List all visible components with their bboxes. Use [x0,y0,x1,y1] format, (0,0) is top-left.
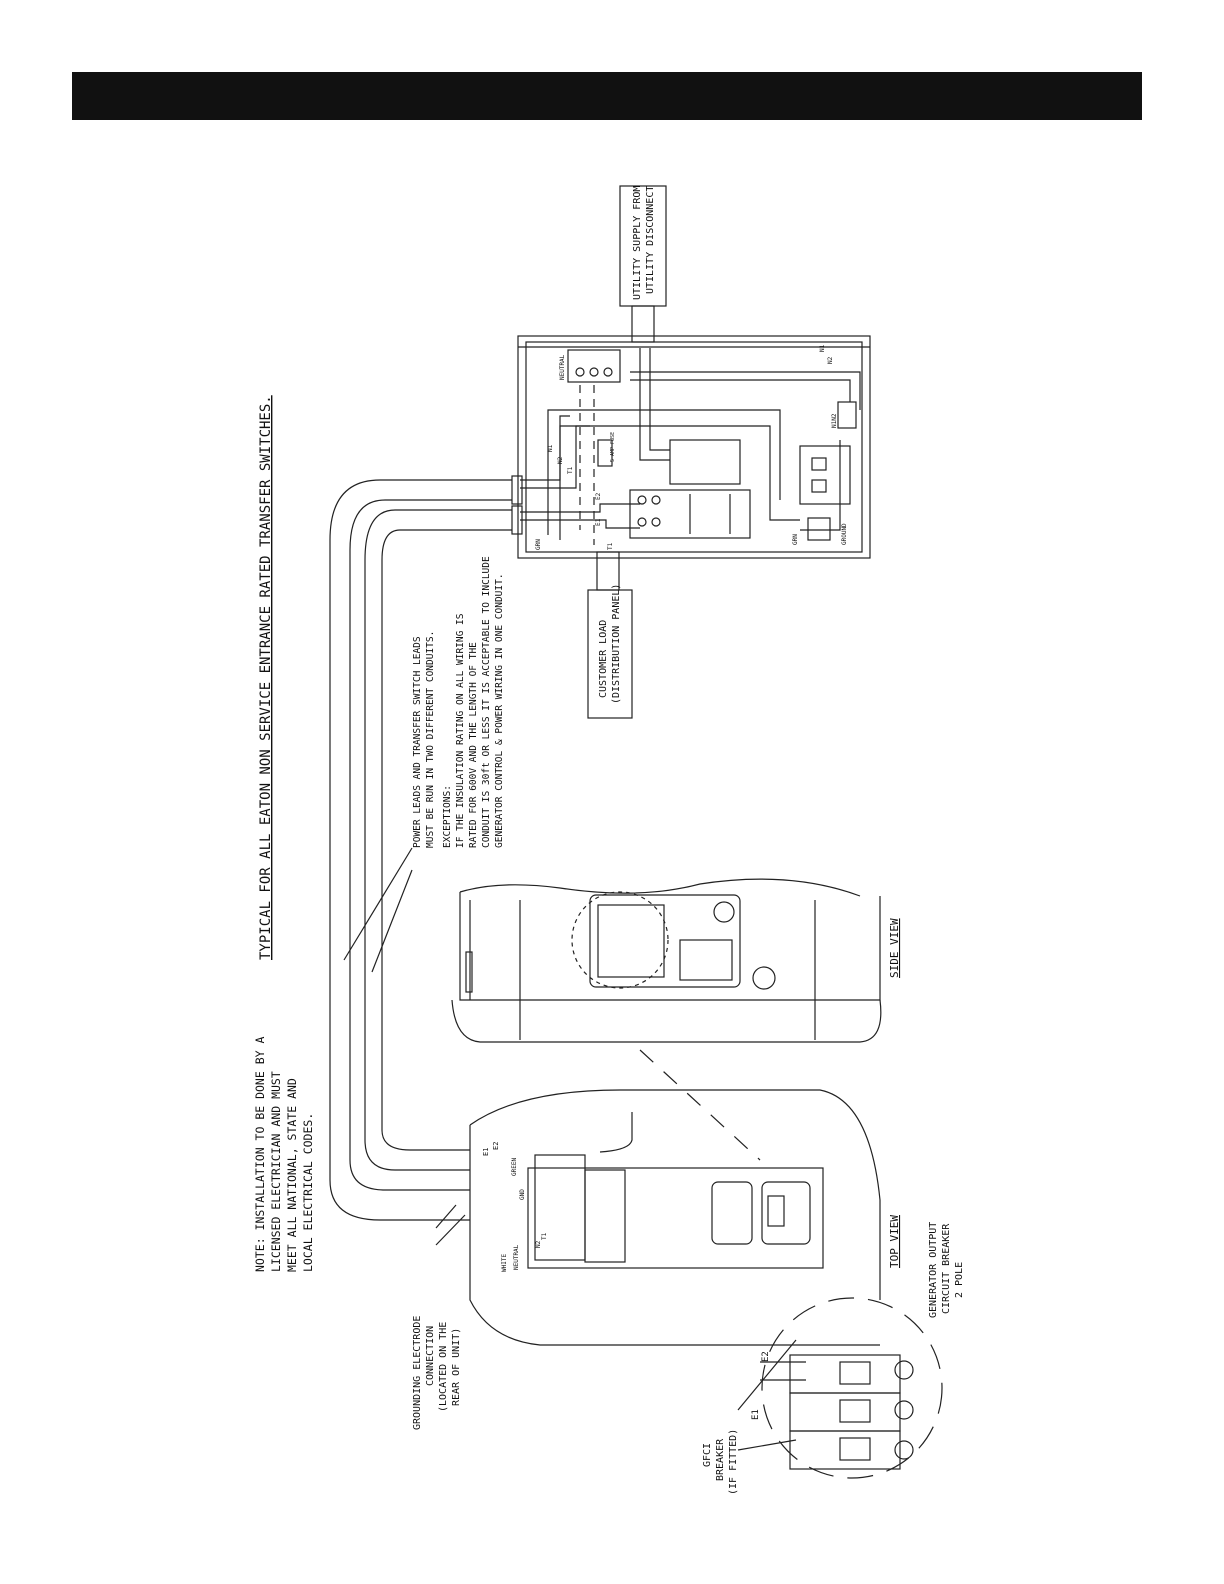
gen-breaker-label: GENERATOR OUTPUT CIRCUIT BREAKER 2 POLE [928,1222,965,1318]
svg-text:MUST BE RUN IN TWO DIFFERENT C: MUST BE RUN IN TWO DIFFERENT CONDUITS. [425,631,436,848]
svg-text:POWER LEADS AND TRANSFER SWITC: POWER LEADS AND TRANSFER SWITCH LEADS [412,636,423,848]
fuse [597,439,613,467]
utility-supply-label: UTILITY SUPPLY FROM UTILITY DISCONNECT [632,186,656,300]
control-panel [589,894,741,988]
svg-text:(IF FITTED): (IF FITTED) [728,1429,739,1495]
outlet [679,939,733,981]
customer-load [587,551,633,719]
control-board [799,445,851,505]
svg-text:UTILITY DISCONNECT: UTILITY DISCONNECT [645,186,656,294]
svg-text:BREAKER: BREAKER [715,1438,726,1481]
breaker-pole-1 [789,1354,901,1394]
green-label: GREEN [511,1158,518,1176]
ground-label: GROUND [841,523,848,545]
svg-text:CIRCUIT BREAKER: CIRCUIT BREAKER [941,1223,952,1314]
svg-text:UTILITY SUPPLY FROM: UTILITY SUPPLY FROM [632,186,643,300]
side-knob [713,901,735,923]
leader-lines [343,847,797,1451]
conduits [329,475,523,1221]
svg-text:RATED FOR 600V AND THE LENGTH: RATED FOR 600V AND THE LENGTH OF THE [468,642,479,848]
transfer-contactor [629,489,751,539]
gfci-label: GFCI BREAKER (IF FITTED) [702,1429,739,1495]
top-view-label: TOP VIEW [888,1215,901,1268]
white-label: WHITE [501,1254,508,1272]
svg-text:MEET ALL NATIONAL, STATE AND: MEET ALL NATIONAL, STATE AND [285,1078,299,1272]
conduit-note: POWER LEADS AND TRANSFER SWITCH LEADS MU… [412,631,436,848]
svg-text:CONDUIT IS 30ft OR LESS IT IS: CONDUIT IS 30ft OR LESS IT IS ACCEPTABLE… [481,556,492,848]
fuel-cap [752,966,776,990]
svg-text:CONNECTION: CONNECTION [425,1326,436,1386]
svg-text:IF THE INSULATION RATING ON AL: IF THE INSULATION RATING ON ALL WIRING I… [455,613,466,848]
n1-label-2: N1 [819,344,826,352]
grounding-label: GROUNDING ELECTRODE CONNECTION (LOCATED … [412,1316,462,1430]
e1-label-breaker: E1 [751,1409,761,1420]
gnd-label: GND [519,1189,526,1200]
e2-label-breaker: E2 [761,1351,771,1362]
neutral-label-gen: NEUTRAL [513,1244,520,1270]
neutral-label: NEUTRAL [559,354,566,380]
svg-text:REAR OF UNIT): REAR OF UNIT) [451,1328,462,1406]
installation-note: NOTE: INSTALLATION TO BE DONE BY A LICEN… [253,1037,315,1272]
n1n2-terminal [837,401,857,429]
n1-label: N1 [547,444,554,452]
svg-text:CUSTOMER LOAD: CUSTOMER LOAD [598,620,609,698]
e1-label-gen: E1 [482,1148,490,1156]
svg-text:2 POLE: 2 POLE [954,1262,965,1298]
svg-text:EXCEPTIONS:: EXCEPTIONS: [442,785,453,848]
n1n2-label: N1N2 [831,413,838,428]
t1-label: T1 [567,466,574,474]
grn-label: GRN [535,539,542,550]
grn-label-2: GRN [792,534,799,545]
breaker-pole-2 [789,1392,901,1432]
e2-label-ts: E2 [595,492,602,500]
t1-label-2: T1 [607,542,614,550]
top-panel [527,1167,824,1269]
e2-label-gen: E2 [492,1142,500,1150]
utility-supply [619,185,667,343]
fuse-label: 5 AMP FUSE [610,432,616,462]
svg-text:(DISTRIBUTION PANEL): (DISTRIBUTION PANEL) [611,584,622,704]
side-view-label: SIDE VIEW [888,918,901,978]
n2-label-gen: N2 [535,1240,542,1248]
neutral-bar [567,349,621,383]
generator-side-view [451,878,882,1043]
svg-text:LOCAL ELECTRICAL CODES.: LOCAL ELECTRICAL CODES. [301,1113,315,1272]
svg-text:GROUNDING ELECTRODE: GROUNDING ELECTRODE [412,1316,423,1430]
e1-label-ts: E1 [595,518,602,526]
svg-text:LICENSED ELECTRICIAN AND MUST: LICENSED ELECTRICIAN AND MUST [269,1071,283,1272]
diagram-title: TYPICAL FOR ALL EATON NON SERVICE ENTRAN… [258,395,274,960]
exceptions-note: EXCEPTIONS: IF THE INSULATION RATING ON … [442,556,505,848]
svg-text:GFCI: GFCI [702,1443,713,1467]
ground-lug [807,517,831,541]
header-bar [72,72,1142,120]
svg-text:(LOCATED ON THE: (LOCATED ON THE [438,1322,449,1412]
svg-text:NOTE: INSTALLATION TO BE DONE: NOTE: INSTALLATION TO BE DONE BY A [253,1037,267,1272]
customer-load-label: CUSTOMER LOAD (DISTRIBUTION PANEL) [598,584,622,704]
t1-label-gen: T1 [541,1232,548,1240]
breaker-detail [760,1297,943,1479]
gfci-breaker [789,1430,901,1470]
n2-label: N2 [557,456,564,464]
transfer-switch [517,335,871,559]
n2-label-2: N2 [827,356,834,364]
svg-text:GENERATOR OUTPUT: GENERATOR OUTPUT [928,1222,939,1318]
svg-text:GENERATOR CONTROL & POWER WIRI: GENERATOR CONTROL & POWER WIRING IN ONE … [494,573,505,848]
generator-top-view [469,1049,881,1346]
